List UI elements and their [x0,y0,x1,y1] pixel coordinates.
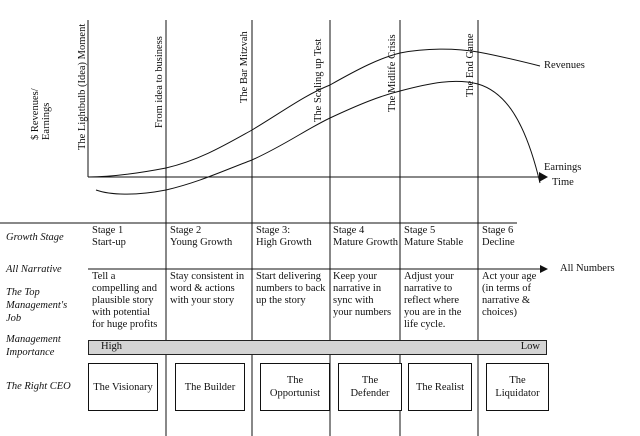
row-label-right-ceo: The Right CEO [6,381,71,392]
all-numbers-label: All Numbers [560,263,615,274]
importance-low: Low [520,341,540,352]
revenues-curve [87,48,541,178]
milestone-midlife-crisis: The Midlife Crisis [387,34,398,112]
stage-number: Stage 2 [170,225,202,236]
ceo-line: Defender [350,388,390,399]
label-line: Management [6,334,61,345]
ceo-line: Liquidator [495,388,540,399]
job-line: compelling and [92,283,158,294]
revenues-label: Revenues [544,60,585,71]
stage-name: Mature Stable [404,237,464,248]
milestone-lightbulb: The Lightbulb (Idea) Moment [77,23,88,150]
job-line: with potential [92,307,151,318]
ceo-line: The Builder [184,381,236,393]
stage-name: Young Growth [170,237,233,248]
job-line: sync with [333,295,374,306]
stage-number: Stage 3: [256,225,291,236]
job-line: Start delivering [256,271,322,282]
milestone-end-game: The End Game [465,33,476,97]
ceo-line: The Realist [415,381,465,393]
job-line: numbers to back [256,283,326,294]
label-line: Importance [6,347,55,358]
job-line: narrative to [404,283,453,294]
stage-number: Stage 6 [482,225,514,236]
job-line: up the story [256,295,306,306]
ceo-line: The [286,375,304,386]
stage-name: Mature Growth [333,237,399,248]
ceo-box-builder: The Builder [175,363,245,411]
time-label: Time [552,177,574,188]
job-line: with your story [170,295,235,306]
row-label-management-importance: Management Importance [6,333,61,359]
job-line: (in terms of [482,283,531,294]
stage-number: Stage 4 [333,225,365,236]
x-axis-arrowhead [539,172,548,182]
job-line: your numbers [333,307,392,318]
job-line: Keep your [333,271,378,282]
stage-number: Stage 1 [92,225,124,236]
ceo-box-realist: The Realist [408,363,472,411]
stage-name: Decline [482,237,515,248]
label-line: The Top [6,287,40,298]
ceo-line: The Visionary [93,381,153,393]
earnings-label: Earnings [544,162,582,173]
job-line: Act your age [482,271,537,282]
job-line: Adjust your [404,271,454,282]
row-label-management-job: The Top Management's Job [6,286,67,325]
stage-number: Stage 5 [404,225,436,236]
ceo-line: The [509,375,526,386]
stage-name: Start-up [92,237,126,248]
ceo-line: The [361,375,379,386]
narrative-arrowhead [540,265,548,273]
ceo-line: Opportunist [269,388,321,399]
job-line: you are in the [404,307,462,318]
earnings-curve [95,80,541,195]
job-line: plausible story [92,295,154,306]
job-line: narrative & [482,295,531,306]
job-line: word & actions [170,283,235,294]
management-importance-bar: High Low [88,340,547,355]
job-line: choices) [482,307,517,318]
milestone-scaling-up: The Scaling up Test [313,38,324,122]
job-line: Stay consistent in [170,271,245,282]
job-line: life cycle. [404,319,446,330]
milestone-idea-to-business: From idea to business [154,36,165,128]
y-axis-label-line: $ Revenues/ [30,88,41,140]
row-label-all-narrative: All Narrative [6,264,62,275]
job-line: Tell a [92,271,116,282]
y-axis-label-line: Earnings [41,102,52,140]
stage-3-header: Stage 3:High Growth [256,225,312,249]
row-label-growth-stage: Growth Stage [6,232,64,243]
y-axis-label: $ Revenues/ Earnings [30,88,52,140]
job-line: for huge profits [92,319,158,330]
label-line: Job [6,313,22,324]
stage-name: High Growth [256,237,312,248]
importance-high: High [101,341,122,352]
ceo-box-visionary: The Visionary [88,363,158,411]
job-line: narrative in [333,283,382,294]
job-line: reflect where [404,295,460,306]
label-line: Management's [6,300,68,311]
milestone-bar-mitzvah: The Bar Mitzvah [239,31,250,103]
